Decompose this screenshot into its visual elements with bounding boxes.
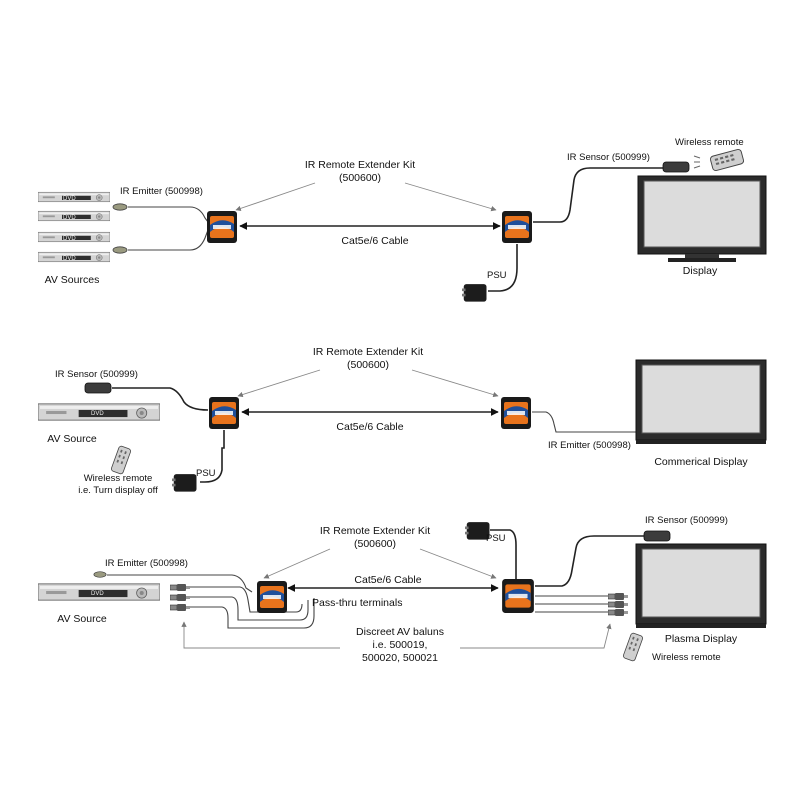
wireless-label-a: Wireless remote <box>84 473 153 484</box>
extender-unit-tx <box>209 397 239 429</box>
psu-label: PSU <box>487 270 507 281</box>
kit-pointer-right <box>411 369 499 398</box>
section-1: IR Remote Extender Kit (500600) DVD DVD … <box>38 137 767 302</box>
extender-unit-tx <box>207 211 237 243</box>
extender-unit-rx <box>502 579 534 613</box>
ir-sensor-label: IR Sensor (500999) <box>645 515 728 526</box>
cat5-label: Cat5e/6 Cable <box>336 421 403 433</box>
display-label: Display <box>683 265 718 277</box>
av-sources-label: AV Sources <box>45 274 100 286</box>
av-source-dvd: DVD <box>38 583 160 601</box>
extender-unit-rx <box>502 211 532 243</box>
baluns-label-b: i.e. 500019, <box>373 639 428 651</box>
emitter-cable-1 <box>128 206 209 223</box>
display-label: Plasma Display <box>665 633 738 645</box>
ir-sensor <box>662 161 690 173</box>
ir-sensor-label: IR Sensor (500999) <box>567 152 650 163</box>
dvd-label: DVD <box>63 196 76 202</box>
ir-emitter-label: IR Emitter (500998) <box>105 558 188 569</box>
extender-unit-tx <box>257 581 287 613</box>
psu-label: PSU <box>486 533 506 544</box>
baluns-label-a: Discreet AV baluns <box>356 626 444 638</box>
sensor-cable <box>533 167 664 223</box>
ir-emitter-label: IR Emitter (500998) <box>548 440 631 451</box>
rca-plug <box>608 601 628 608</box>
kit-label-3b: (500600) <box>354 538 396 550</box>
ir-emitter <box>93 571 107 578</box>
balun-cable-2 <box>190 596 309 621</box>
plasma-display-tv <box>635 543 767 628</box>
kit-label-2a: IR Remote Extender Kit <box>313 346 423 358</box>
psu-adapter <box>172 474 197 492</box>
kit-label-2b: (500600) <box>347 359 389 371</box>
rca-plug <box>608 609 628 616</box>
kit-pointer-left <box>235 182 316 211</box>
display-label: Commerical Display <box>654 456 748 468</box>
kit-pointer-right <box>419 548 497 579</box>
av-source-label: AV Source <box>57 613 107 625</box>
wireless-remote-label: Wireless remote <box>675 137 744 148</box>
balun-cable-1 <box>190 586 303 613</box>
baluns-pointer-left <box>181 621 340 649</box>
cat5-label: Cat5e/6 Cable <box>341 235 408 247</box>
ir-sensor <box>84 382 112 394</box>
emitter-cable-2 <box>128 229 209 251</box>
kit-pointer-left <box>237 369 321 398</box>
baluns-pointer-right <box>460 623 612 649</box>
dvd-label: DVD <box>63 256 76 262</box>
psu-cable <box>200 430 225 483</box>
sensor-cable <box>535 535 644 587</box>
dvd-label: DVD <box>63 215 76 221</box>
extender-unit-rx <box>501 397 531 429</box>
wireless-remote-label: Wireless remote <box>652 652 721 663</box>
psu-cable <box>488 244 518 292</box>
psu-cable <box>490 529 517 582</box>
rca-plug <box>170 584 190 591</box>
cat5-label: Cat5e/6 Cable <box>354 574 421 586</box>
section-2: IR Remote Extender Kit (500600) IR Senso… <box>38 346 767 496</box>
psu-adapter <box>462 284 487 302</box>
emitter-cable <box>532 411 640 433</box>
baluns-label-c: 500020, 500021 <box>362 652 438 664</box>
wireless-remote <box>110 445 132 475</box>
wireless-remote <box>709 148 745 172</box>
wireless-label-b: i.e. Turn display off <box>78 485 158 496</box>
wireless-remote <box>622 632 644 662</box>
kit-pointer-right <box>404 182 497 212</box>
sensor-cable <box>112 387 209 411</box>
commercial-display-tv <box>635 359 767 444</box>
dvd-label: DVD <box>91 591 104 597</box>
kit-label-3a: IR Remote Extender Kit <box>320 525 430 537</box>
ir-signal-icon <box>693 155 701 169</box>
emitter-cable <box>107 574 253 593</box>
rca-plug <box>608 593 628 600</box>
kit-label-1a: IR Remote Extender Kit <box>305 159 415 171</box>
ir-emitter-2 <box>112 246 128 254</box>
section-3: IR Remote Extender Kit (500600) PSU IR E… <box>38 515 767 664</box>
av-source-dvd: DVD <box>38 403 160 421</box>
rca-plug <box>170 594 190 601</box>
ir-sensor <box>643 530 671 542</box>
kit-label-1b: (500600) <box>339 172 381 184</box>
pass-thru-label: Pass-thru terminals <box>312 597 402 609</box>
kit-pointer-left <box>263 548 331 579</box>
dvd-label: DVD <box>91 411 104 417</box>
display-tv <box>637 175 767 262</box>
ir-sensor-label: IR Sensor (500999) <box>55 369 138 380</box>
av-source-label: AV Source <box>47 433 97 445</box>
rca-plug <box>170 604 190 611</box>
ir-emitter-1 <box>112 203 128 211</box>
balun-cable-3 <box>190 598 315 629</box>
psu-label: PSU <box>196 468 216 479</box>
ir-emitter-label: IR Emitter (500998) <box>120 186 203 197</box>
dvd-label: DVD <box>63 236 76 242</box>
av-sources-stack: DVD DVD DVD DVD <box>38 191 110 263</box>
